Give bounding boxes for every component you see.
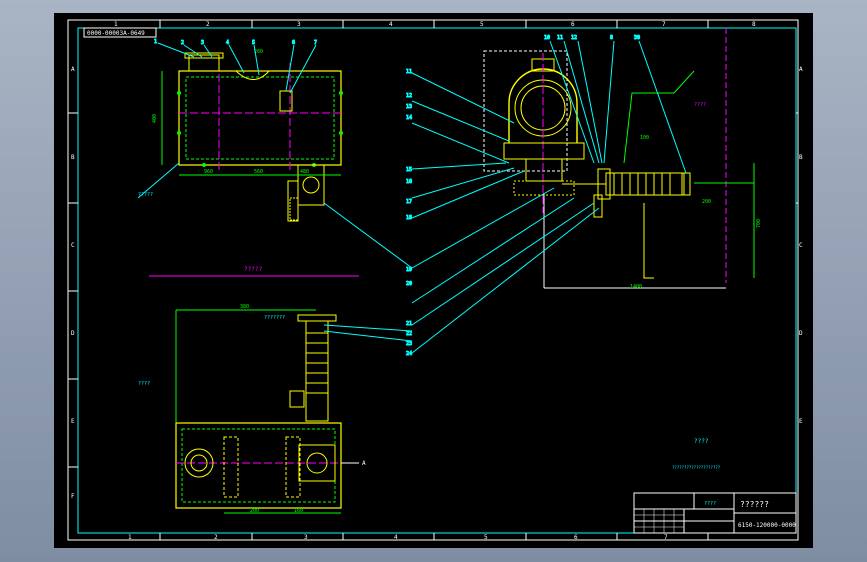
svg-text:12: 12: [406, 93, 412, 99]
svg-text:22: 22: [406, 331, 412, 337]
svg-text:30: 30: [634, 35, 640, 41]
svg-text:23: 23: [406, 341, 412, 347]
title-block-name: ??????: [740, 500, 769, 509]
row-label-a: A: [71, 66, 75, 73]
svg-text:5: 5: [484, 534, 488, 541]
svg-text:19: 19: [406, 267, 412, 273]
svg-text:E: E: [799, 418, 803, 425]
row-label-c: C: [71, 242, 75, 249]
dim-d1: 960: [204, 169, 213, 175]
svg-text:A: A: [799, 66, 803, 73]
svg-text:21: 21: [406, 321, 412, 327]
front-view: 100 200 1400 700 ????: [483, 28, 762, 290]
center-text-1: ?????: [244, 266, 262, 273]
svg-text:2: 2: [181, 40, 184, 46]
svg-text:4: 4: [226, 40, 229, 46]
svg-text:5: 5: [252, 40, 255, 46]
title-block-project: ????: [704, 501, 716, 507]
dim-right-d1: 100: [640, 135, 649, 141]
top-right-callouts: 10 11 12 8 30: [544, 35, 687, 174]
cad-viewport[interactable]: 1 2 3 4 5 6 7 8 1 2 3 4 5 6 7 A B C D E …: [54, 13, 813, 548]
column-grid: [159, 20, 709, 540]
left-note: ?????: [138, 192, 153, 198]
sheet-border: [67, 19, 799, 541]
svg-text:C: C: [799, 242, 803, 249]
center-text-2: ???????: [264, 315, 285, 321]
row-label-b: B: [71, 154, 75, 161]
view-note-a: A: [362, 460, 366, 467]
svg-text:17: 17: [406, 199, 412, 205]
svg-text:7: 7: [314, 40, 317, 46]
dim-right-d3: 1400: [630, 284, 642, 290]
svg-text:6: 6: [574, 534, 578, 541]
svg-text:15: 15: [406, 167, 412, 173]
col-label-2: 2: [206, 21, 210, 28]
col-label-8: 8: [752, 21, 756, 28]
code-box: [83, 27, 157, 38]
dim-d2: 560: [254, 169, 263, 175]
svg-text:16: 16: [406, 179, 412, 185]
bottom-subtitle: ????????????????????: [672, 465, 721, 470]
col-label-5: 5: [480, 21, 484, 28]
dim-top-h: 400: [152, 114, 158, 123]
column-labels: 1 2 3 4 5 6 7 8 1 2 3 4 5 6 7: [114, 21, 756, 541]
dim-plan-w: 380: [240, 304, 249, 310]
svg-text:24: 24: [406, 351, 412, 357]
svg-text:B: B: [799, 154, 803, 161]
right-note-plan: ????: [138, 381, 150, 387]
svg-text:18: 18: [406, 215, 412, 221]
col-label-6: 6: [571, 21, 575, 28]
svg-text:12: 12: [571, 35, 577, 41]
svg-text:10: 10: [544, 35, 550, 41]
row-label-f: F: [71, 493, 75, 500]
svg-text:13: 13: [406, 104, 412, 110]
title-block-drawing-no: 6150-120000-0000: [738, 522, 796, 529]
cad-drawing: 1 2 3 4 5 6 7 8 1 2 3 4 5 6 7 A B C D E …: [67, 19, 803, 541]
dim-d3: 480: [300, 169, 309, 175]
title-block: ???? ?????? 6150-120000-0000: [633, 492, 797, 534]
svg-text:11: 11: [406, 69, 412, 75]
dim-top-w: 260: [254, 49, 263, 55]
row-label-d: D: [71, 330, 75, 337]
svg-text:3: 3: [304, 534, 308, 541]
col-label-1: 1: [114, 21, 118, 28]
code-box-text: 0000-00003A-0649: [87, 30, 145, 37]
dim-plan-d1: 200: [250, 508, 259, 514]
row-ticks: [68, 112, 798, 468]
dim-right-d2: 200: [702, 199, 711, 205]
svg-text:8: 8: [610, 35, 613, 41]
col-label-7: 7: [662, 21, 666, 28]
col-label-3: 3: [297, 21, 301, 28]
side-view-tank: 400 960 560 480 260: [152, 49, 343, 222]
row-label-e: E: [71, 418, 75, 425]
dim-right-h: 700: [756, 219, 762, 228]
col-label-4: 4: [389, 21, 393, 28]
row-labels: A B C D E F A B C D E: [71, 66, 803, 500]
plan-view: A 380 200 160 ???? ???????: [138, 304, 366, 514]
svg-text:7: 7: [664, 534, 668, 541]
right-callouts: 11 12 13 14 15 16 17 18 19 20 21 22 23 2…: [323, 69, 600, 358]
svg-text:20: 20: [406, 281, 412, 287]
sheet-frame: [77, 27, 797, 534]
svg-text:14: 14: [406, 115, 412, 121]
svg-text:1: 1: [128, 534, 132, 541]
right-note: ????: [694, 102, 706, 108]
svg-text:3: 3: [201, 40, 204, 46]
svg-text:D: D: [799, 330, 803, 337]
bottom-title: ????: [694, 438, 709, 445]
svg-text:6: 6: [292, 40, 295, 46]
left-callouts: 1 2 3 4 5 6 7: [154, 39, 318, 94]
svg-text:4: 4: [394, 534, 398, 541]
svg-text:11: 11: [557, 35, 563, 41]
svg-text:1: 1: [154, 39, 157, 45]
dim-plan-d2: 160: [294, 508, 303, 514]
svg-text:2: 2: [214, 534, 218, 541]
